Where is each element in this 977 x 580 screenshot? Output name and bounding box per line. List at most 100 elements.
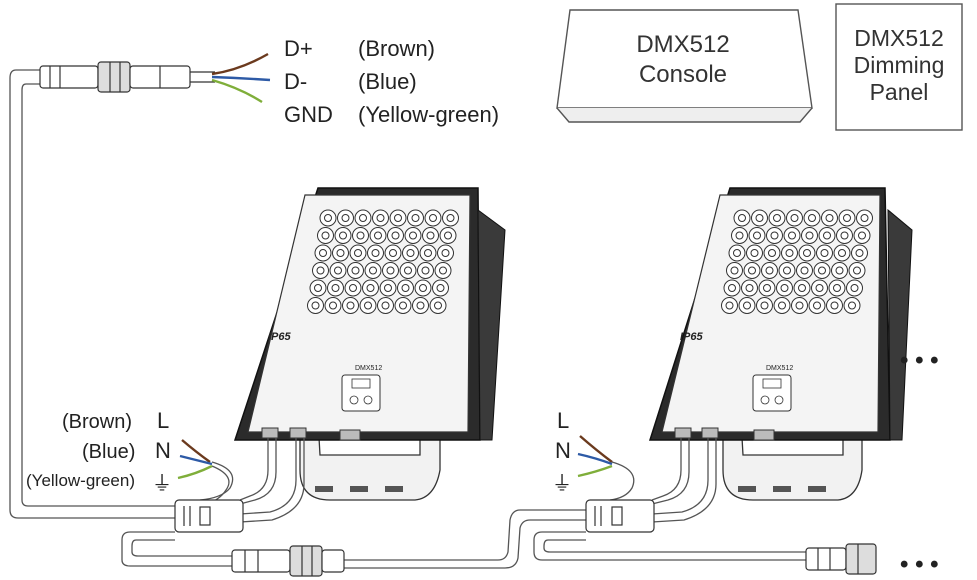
ground-icon-left: ⏚ [152,473,172,495]
gnd-wire [211,78,263,104]
led-emitter [813,301,821,310]
led-emitter [441,249,450,257]
led-emitter [334,266,342,275]
led-emitter [411,214,420,222]
led-emitter [785,249,794,257]
led-emitter [795,301,804,310]
led-emitter [773,214,781,222]
dplus-color-label: (Brown) [358,36,435,61]
led-emitter [371,249,380,257]
led-emitter [780,284,789,292]
led-emitter [436,284,445,292]
led-emitter [316,266,325,275]
led-emitter [394,214,402,222]
fixture-cables-right [609,438,717,523]
led-emitter [733,249,741,257]
led-emitter [848,301,856,310]
led-emitter [399,301,407,310]
led-emitter [429,214,437,222]
n-label-left: N [155,438,171,463]
power-wire-fan-left [177,439,213,480]
led-emitter [389,249,397,257]
led-emitter [738,214,746,222]
gnd-label: GND [284,102,333,127]
led-emitter [800,266,809,275]
ip-rating-left: IP65 [268,331,292,343]
led-array-right [721,209,873,314]
led-emitter [346,301,355,310]
flood-light-left: IP65 DMX512 [233,187,506,501]
led-emitter [778,301,786,310]
ip-rating-right: IP65 [680,331,704,343]
led-emitter [743,301,751,310]
l-color-left: (Brown) [62,411,132,433]
led-emitter [725,301,734,310]
led-emitter [750,249,759,257]
led-emitter [369,266,377,275]
continuation-dots-bottom: • • • [900,551,939,578]
led-emitter [391,231,400,240]
y-splitter-left [174,499,244,533]
led-emitter [351,266,360,275]
led-emitter [324,214,332,222]
led-emitter [354,249,362,257]
led-emitter [424,249,432,257]
dmx-button-right-2 [774,395,784,405]
led-emitter [788,231,796,240]
led-emitter [840,231,849,240]
led-emitter [768,249,776,257]
led-emitter [760,301,769,310]
l-label-left: L [157,408,169,433]
l-label-right: L [557,408,569,433]
dmx-button-right-1 [760,395,770,405]
panel-line1: DMX512 [854,25,943,51]
flood-light-right: IP65 DMX512 [648,187,913,501]
led-emitter [755,214,764,222]
led-emitter [803,249,811,257]
dminus-wire [211,75,271,82]
signal-cable-bottom [121,509,586,569]
led-emitter [838,249,846,257]
led-emitter [401,284,410,292]
led-emitter [329,301,337,310]
led-emitter [381,301,390,310]
dminus-label: D- [284,69,307,94]
module-label-left: DMX512 [355,365,382,372]
l-wire-left [181,439,211,463]
inline-connector-right [805,543,877,575]
led-emitter [439,266,447,275]
fixture-cables-left [199,438,305,523]
led-emitter [860,214,869,222]
ground-wire-right [577,464,613,478]
led-emitter [853,266,861,275]
led-emitter [374,231,382,240]
led-emitter [783,266,791,275]
led-emitter [331,284,340,292]
signal-wire-fan [211,52,271,104]
led-emitter [321,231,330,240]
led-emitter [818,266,826,275]
y-splitter-right [585,499,655,533]
led-emitter [790,214,799,222]
led-emitter [855,249,864,257]
led-emitter [384,284,392,292]
led-emitter [748,266,756,275]
led-emitter [319,249,327,257]
led-emitter [730,266,739,275]
inline-connector-top [39,61,215,93]
console-line2: Console [639,61,727,88]
led-emitter [366,284,375,292]
led-emitter [376,214,385,222]
power-wire-fan-right [577,435,613,478]
led-emitter [444,231,452,240]
led-emitter [426,231,435,240]
ground-wire-left [177,464,213,480]
dmx-button-left-2 [363,395,373,405]
n-wire-right [577,452,613,466]
inline-connector-bottom [231,545,345,577]
led-emitter [805,231,814,240]
led-emitter [735,231,744,240]
led-emitter [798,284,806,292]
led-emitter [356,231,365,240]
led-emitter [416,301,425,310]
